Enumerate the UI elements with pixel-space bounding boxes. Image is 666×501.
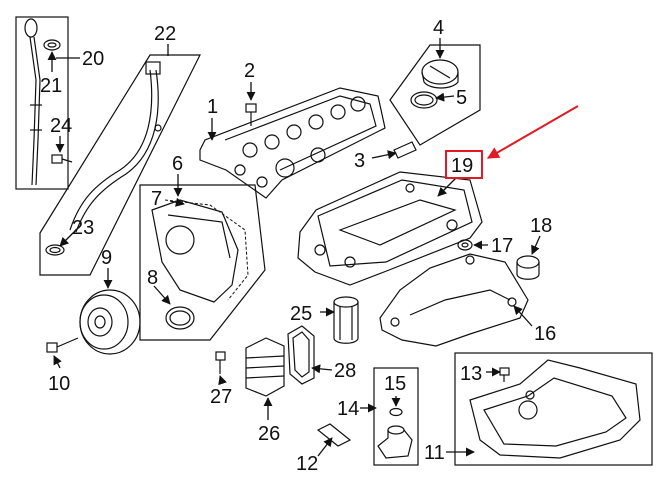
callout-12: 12 <box>296 453 318 475</box>
callout-24: 24 <box>50 115 72 137</box>
seal-strip-part <box>393 141 417 159</box>
drain-seal-part <box>457 239 473 251</box>
hose-o-ring-part <box>45 244 65 256</box>
oil-baffle-part <box>379 253 529 347</box>
callout-3: 3 <box>354 150 365 172</box>
callout-19: 19 <box>451 155 473 177</box>
oil-filter-housing-cap-part <box>516 255 540 280</box>
timing-cover-seal-part <box>165 306 195 330</box>
callout-1: 1 <box>207 96 218 118</box>
callout-15: 15 <box>384 373 406 395</box>
highlight-box-19 <box>445 150 483 179</box>
callout-9: 9 <box>101 247 112 269</box>
callout-7: 7 <box>151 188 162 210</box>
dipstick-seal-part <box>43 39 61 51</box>
cylinder-block-lower-part <box>297 171 483 286</box>
callout-18: 18 <box>530 215 552 237</box>
timing-cover-gasket-part <box>164 199 249 301</box>
timing-cover-group-box <box>139 184 266 341</box>
callout-27: 27 <box>210 386 232 408</box>
callout-25: 25 <box>290 303 312 325</box>
oil-cooler-gasket-part <box>287 325 315 385</box>
highlight-arrow <box>486 105 579 159</box>
oil-level-sensor-part <box>377 425 413 459</box>
callout-28: 28 <box>334 360 356 382</box>
dipstick-group-box <box>15 16 69 190</box>
breather-hose-part <box>69 61 162 233</box>
sensor-o-ring-part <box>389 407 403 417</box>
breather-hose-group-box <box>39 54 201 276</box>
oil-cooler-bolt-part <box>215 351 226 374</box>
callout-21: 21 <box>40 75 62 97</box>
callout-11: 11 <box>424 442 445 464</box>
pulley-bolt-part <box>46 337 79 353</box>
oil-pan-bolt-part <box>499 367 510 382</box>
callout-22: 22 <box>154 23 176 45</box>
lower-seal-strip-part <box>316 423 352 447</box>
leader-lines <box>47 38 541 457</box>
callout-5: 5 <box>456 87 467 109</box>
callout-4: 4 <box>433 17 444 39</box>
valve-cover-part <box>199 87 386 199</box>
oil-cap-group-box <box>389 44 481 146</box>
oil-cooler-part <box>245 337 285 397</box>
oil-filter-part <box>333 296 359 344</box>
callout-8: 8 <box>147 267 158 289</box>
callout-labels: 1 2 3 4 5 6 7 8 9 10 11 12 13 14 15 16 1… <box>40 17 556 475</box>
crankshaft-pulley-part <box>79 289 141 355</box>
callout-26: 26 <box>258 423 280 445</box>
dipstick-part <box>24 18 42 186</box>
oil-pan-group-box <box>454 352 653 466</box>
timing-cover-part <box>151 199 239 303</box>
callout-2: 2 <box>244 60 255 82</box>
callout-13: 13 <box>460 363 482 385</box>
callout-6: 6 <box>172 153 183 175</box>
callout-14: 14 <box>337 398 359 420</box>
callout-17: 17 <box>491 235 513 257</box>
oil-pan-part <box>469 359 641 459</box>
oil-cap-seal-part <box>410 91 438 109</box>
callout-10: 10 <box>48 373 70 395</box>
dipstick-bolt-part <box>51 154 73 164</box>
callout-16: 16 <box>534 323 556 345</box>
callout-20: 20 <box>82 48 104 70</box>
oil-level-sensor-group-box <box>373 367 419 466</box>
valve-cover-bolt-part <box>245 103 257 126</box>
oil-filler-cap-part <box>421 59 459 89</box>
callout-23: 23 <box>72 217 94 239</box>
